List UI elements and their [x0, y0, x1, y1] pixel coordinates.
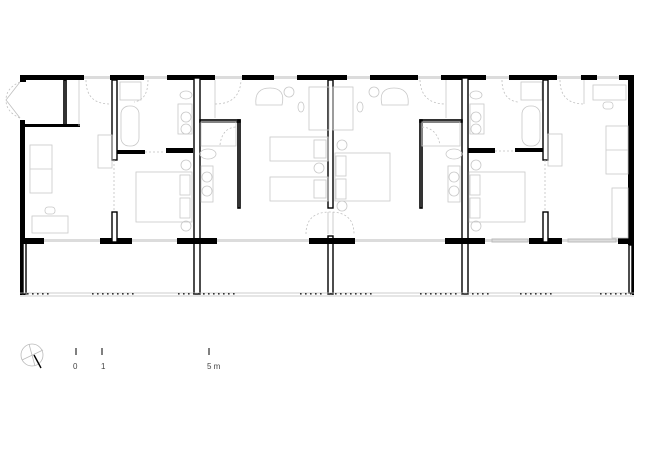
shower — [421, 121, 461, 147]
tv-cabinet — [97, 134, 113, 169]
vanity — [469, 103, 485, 135]
shower — [200, 121, 237, 147]
vanity — [177, 103, 193, 135]
unit-4 — [468, 79, 629, 243]
left-wall — [20, 120, 25, 295]
right-wall — [628, 75, 634, 245]
compass-north-arrow-icon — [20, 343, 44, 369]
chair — [356, 101, 364, 113]
entrance-door[interactable] — [5, 81, 21, 119]
top-wall — [20, 75, 633, 80]
unit-1 — [25, 79, 193, 243]
desk — [332, 86, 354, 131]
chair — [297, 101, 305, 113]
desk — [592, 84, 627, 101]
armchair — [255, 87, 284, 106]
vanity — [200, 165, 214, 203]
shower-tray — [520, 81, 543, 101]
toilet — [179, 90, 193, 100]
side-table — [283, 86, 295, 98]
double-bed — [135, 171, 193, 223]
vanity — [447, 165, 461, 203]
bathtub — [521, 105, 541, 147]
desk — [31, 215, 69, 234]
party-wall-2-lower — [327, 235, 334, 295]
left-wall-top — [20, 75, 26, 82]
double-bed — [334, 152, 391, 202]
single-bed-1 — [269, 136, 329, 162]
toilet — [445, 148, 463, 160]
armchair — [380, 87, 409, 106]
chair — [44, 206, 56, 215]
tv-cabinet — [547, 133, 563, 167]
toilet — [469, 90, 483, 100]
scale-label-1: 1 — [101, 362, 106, 371]
chair — [602, 101, 614, 110]
right-balcony-wall — [628, 244, 633, 294]
unit-3 — [332, 79, 463, 212]
connecting-door[interactable] — [305, 211, 355, 235]
left-balcony-wall — [22, 241, 27, 295]
right-wall-edge — [632, 245, 634, 295]
double-bed — [468, 171, 526, 223]
scale-label-0: 0 — [73, 362, 78, 371]
balcony-railing — [20, 292, 634, 297]
party-wall-3 — [461, 77, 469, 295]
scale-label-5m: 5 m — [207, 362, 221, 371]
wardrobe — [611, 187, 629, 239]
bathtub — [120, 105, 140, 147]
scale-bar: 0 1 5 m — [73, 348, 221, 371]
unit-2 — [199, 79, 330, 209]
toilet — [199, 148, 217, 160]
single-bed-2 — [269, 176, 329, 202]
side-table — [368, 86, 380, 98]
desk — [308, 86, 330, 131]
shower-tray — [119, 81, 142, 101]
party-wall-1 — [193, 77, 201, 295]
